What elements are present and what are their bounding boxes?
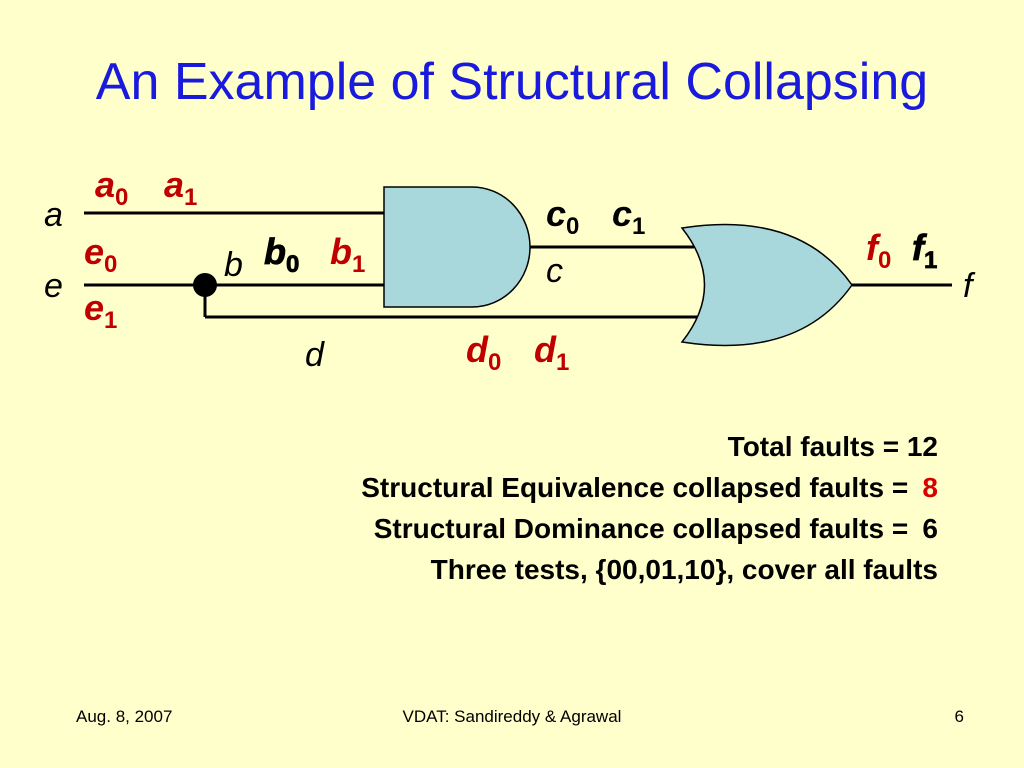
fault-f0: f0 [866, 227, 891, 274]
fault-b1: b1 [330, 231, 365, 278]
equivalence-line: Structural Equivalence collapsed faults … [361, 467, 938, 508]
slide-title: An Example of Structural Collapsing [95, 53, 929, 111]
equivalence-label: Structural Equivalence collapsed faults … [361, 472, 916, 503]
signal-c-label: c [546, 252, 563, 290]
signal-a-label: a [44, 196, 63, 234]
total-faults-line: Total faults = 12 [727, 431, 938, 462]
signal-b-label: b [224, 246, 243, 284]
or-gate [680, 223, 853, 347]
fault-a1: a1 [164, 164, 197, 211]
fault-d0: d0 [466, 329, 501, 376]
fault-f1: f1 [912, 227, 937, 274]
signal-e-label: e [44, 267, 63, 305]
equivalence-value: 8 [922, 472, 938, 503]
signal-f-label: f [963, 267, 976, 305]
fault-b0: b0 [264, 231, 299, 278]
fault-e1: e1 [84, 287, 117, 334]
and-gate [383, 186, 531, 308]
dominance-label: Structural Dominance collapsed faults = [373, 513, 916, 544]
signal-d-label: d [305, 336, 325, 374]
fault-statistics: Total faults = 12 Structural Equivalence… [361, 426, 938, 590]
footer-authors: VDAT: Sandireddy & Agrawal [402, 707, 622, 726]
fault-c1: c1 [612, 193, 645, 240]
tests-line: Three tests, {00,01,10}, cover all fault… [430, 554, 938, 585]
fault-c0: c0 [546, 193, 579, 240]
fault-a0: a0 [95, 164, 128, 211]
dominance-value: 6 [922, 513, 938, 544]
footer-page-number: 6 [954, 707, 964, 726]
footer-date: Aug. 8, 2007 [76, 707, 173, 726]
fanout-node [193, 273, 217, 297]
fault-e0: e0 [84, 231, 117, 278]
dominance-line: Structural Dominance collapsed faults = … [361, 508, 938, 549]
fault-d1: d1 [534, 329, 569, 376]
